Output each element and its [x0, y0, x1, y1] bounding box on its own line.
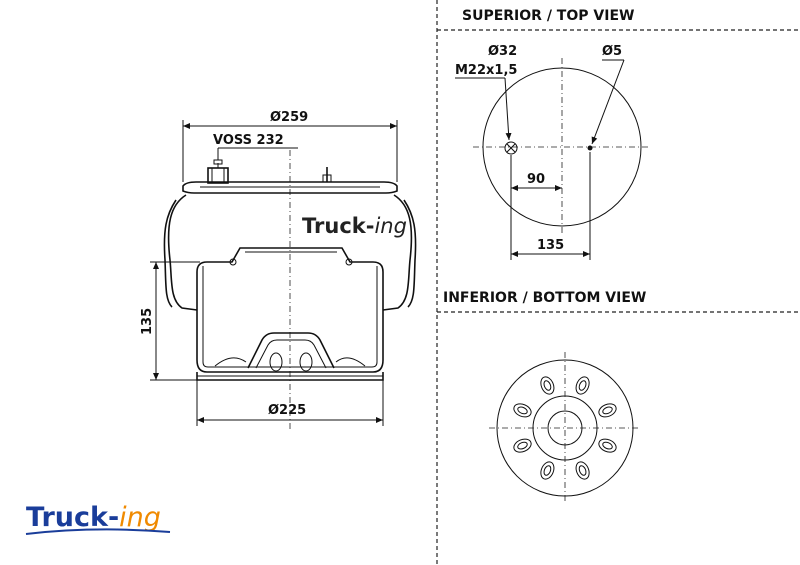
- watermark: Truck-ing: [302, 214, 407, 238]
- bottom-view: INFERIOR / BOTTOM VIEW: [443, 290, 646, 504]
- pin-hole: [587, 145, 593, 151]
- hole-diameter-label: Ø32: [488, 44, 517, 59]
- bolt-hole-inner: [543, 465, 552, 476]
- diameter-bottom-label: Ø225: [268, 403, 306, 418]
- top-view: SUPERIOR / TOP VIEW Ø32 M22x1,5 Ø5 90 13…: [455, 8, 651, 260]
- port-hole: [504, 141, 518, 155]
- svg-text:Truck-ing: Truck-ing: [26, 502, 161, 533]
- thread-label: M22x1,5: [455, 63, 517, 78]
- air-port: [207, 167, 229, 184]
- pin-diameter-label: Ø5: [602, 44, 622, 59]
- bolt-hole-inner: [602, 406, 613, 415]
- bolt-hole-inner: [578, 380, 587, 391]
- bolt-hole: [513, 403, 532, 418]
- dim-inner-label: 90: [527, 172, 545, 187]
- logo-main: Truck-: [26, 502, 119, 533]
- bolt-hole-inner: [543, 380, 552, 391]
- bolt-hole: [540, 461, 555, 480]
- bolt-hole: [598, 403, 617, 418]
- bottom-view-heading: INFERIOR / BOTTOM VIEW: [443, 290, 646, 306]
- bellow: [167, 194, 198, 311]
- piston: [196, 247, 384, 373]
- logo-swoosh: [25, 528, 171, 535]
- logo-accent: ing: [119, 502, 161, 533]
- bolt-hole: [575, 461, 590, 480]
- bolt-pattern: [513, 376, 617, 480]
- bolt-hole-inner: [578, 465, 587, 476]
- bolt-hole: [575, 376, 590, 395]
- bump-stop: [247, 332, 335, 369]
- bolt-hole: [598, 438, 617, 453]
- bolt-hole: [513, 438, 532, 453]
- bolt-hole-inner: [517, 441, 528, 450]
- bolt-hole-inner: [517, 406, 528, 415]
- top-plate: [182, 181, 398, 194]
- port-label: VOSS 232: [213, 133, 284, 148]
- brand-logo: Truck-ing: [25, 502, 171, 535]
- side-view: Ø259 VOSS 232 Truck-ing 135 Ø225: [140, 110, 417, 430]
- bolt-hole-inner: [602, 441, 613, 450]
- top-view-heading: SUPERIOR / TOP VIEW: [462, 8, 634, 24]
- bolt-hole: [540, 376, 555, 395]
- dim-outer-label: 135: [537, 238, 564, 253]
- diameter-top-label: Ø259: [270, 110, 308, 125]
- height-label: 135: [140, 308, 155, 335]
